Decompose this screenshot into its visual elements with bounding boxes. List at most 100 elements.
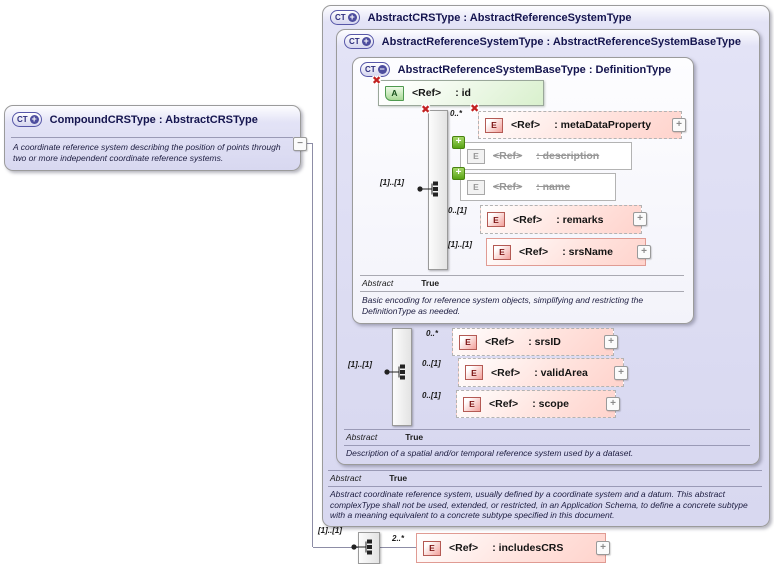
divider <box>360 275 684 276</box>
element-name: : scope <box>532 398 569 410</box>
abstract-value: True <box>389 473 408 483</box>
element-occurs-label: 2..* <box>392 534 405 543</box>
element-ref: <Ref> <box>513 213 543 226</box>
element-occurs-label: 0..[1] <box>422 391 441 400</box>
abstract-value: True <box>421 278 440 288</box>
connector <box>306 143 313 144</box>
outer-box-description: Abstract coordinate reference system, us… <box>330 489 748 520</box>
connector <box>378 547 416 548</box>
middle-box-title: AbstractReferenceSystemType : AbstractRe… <box>381 35 741 48</box>
element-ref: <Ref> <box>519 246 549 258</box>
added-icon: + <box>452 136 465 149</box>
element-ref: <Ref> <box>493 181 523 193</box>
prohibited-icon: ✖ <box>470 103 480 115</box>
complex-type-icon[interactable]: CT+ <box>344 34 374 49</box>
element-name-row[interactable]: E <Ref> : name <box>460 173 616 201</box>
abstract-value: True <box>405 432 424 442</box>
expand-handle[interactable]: + <box>614 366 628 380</box>
element-icon: E <box>493 244 511 260</box>
abstract-label: Abstract <box>330 473 362 483</box>
element-srsname[interactable]: E <Ref> : srsName <box>486 238 646 266</box>
element-name: : remarks <box>556 213 604 226</box>
expand-icon: + <box>29 114 39 124</box>
sequence-occurs-label: [1]..[1] <box>348 360 372 369</box>
element-icon: E <box>465 365 483 380</box>
element-name: : srsID <box>528 336 561 348</box>
divider <box>11 137 293 138</box>
divider <box>344 445 750 446</box>
outer-box-title: AbstractCRSType : AbstractReferenceSyste… <box>367 11 632 24</box>
element-icon: E <box>485 117 503 133</box>
divider <box>360 291 684 292</box>
element-name: : srsName <box>562 246 613 258</box>
collapse-icon: − <box>377 64 387 74</box>
element-icon: E <box>459 334 477 350</box>
complex-type-icon[interactable]: CT+ <box>12 112 42 127</box>
element-remarks[interactable]: E <Ref> : remarks <box>480 205 642 234</box>
compound-box-description: A coordinate reference system describing… <box>13 142 281 163</box>
middle-abstract-row: Abstract True <box>346 432 423 442</box>
expand-icon: + <box>361 36 371 46</box>
abstract-label: Abstract <box>346 432 378 442</box>
element-icon: E <box>463 396 481 412</box>
sequence-icon <box>417 181 438 197</box>
attribute-ref: <Ref> <box>412 87 442 99</box>
expand-handle[interactable]: + <box>633 212 647 226</box>
prohibited-icon: ✖ <box>421 104 431 116</box>
element-ref: <Ref> <box>489 398 519 410</box>
sequence-icon <box>384 364 405 380</box>
element-occurs-label: 0..[1] <box>448 206 467 215</box>
sequence-occurs-label: [1]..[1] <box>318 526 342 535</box>
element-description[interactable]: E <Ref> : description <box>460 142 632 170</box>
element-validarea[interactable]: E <Ref> : validArea <box>458 358 624 387</box>
expand-handle[interactable]: + <box>606 397 620 411</box>
attribute-icon: A <box>385 85 404 101</box>
element-includescrs[interactable]: E <Ref> : includesCRS <box>416 533 606 563</box>
divider <box>344 429 750 430</box>
collapse-handle[interactable]: − <box>293 137 307 151</box>
element-ref: <Ref> <box>511 119 541 131</box>
element-occurs-label: 0..* <box>450 109 463 118</box>
element-ref: <Ref> <box>485 336 515 348</box>
connector <box>312 143 313 547</box>
complex-type-icon[interactable]: CT− <box>360 62 390 77</box>
element-name: : name <box>536 181 571 193</box>
divider <box>328 486 762 487</box>
element-ref: <Ref> <box>493 150 523 162</box>
expand-handle[interactable]: + <box>637 245 651 259</box>
sequence-icon <box>351 539 372 555</box>
element-ref: <Ref> <box>491 366 521 379</box>
inner-box-description: Basic encoding for reference system obje… <box>362 295 644 316</box>
element-icon: E <box>467 148 485 164</box>
compound-box-title: CompoundCRSType : AbstractCRSType <box>49 113 258 126</box>
element-srsid[interactable]: E <Ref> : srsID <box>452 328 614 356</box>
inner-box-title: AbstractReferenceSystemBaseType : Defini… <box>397 63 672 76</box>
compound-crs-type-box: CT+ CompoundCRSType : AbstractCRSType A … <box>4 105 301 171</box>
element-occurs-label: 0..[1] <box>422 359 441 368</box>
element-metadataproperty[interactable]: E <Ref> : metaDataProperty <box>478 111 682 139</box>
element-name: : includesCRS <box>492 542 564 554</box>
added-icon: + <box>452 167 465 180</box>
attribute-name: : id <box>455 87 471 99</box>
sequence-occurs-label: [1]..[1] <box>380 178 404 187</box>
expand-handle[interactable]: + <box>596 541 610 555</box>
complex-type-icon[interactable]: CT+ <box>330 10 360 25</box>
element-occurs-label: [1]..[1] <box>448 240 472 249</box>
abstract-label: Abstract <box>362 278 394 288</box>
element-icon: E <box>487 212 505 227</box>
connector <box>313 547 358 548</box>
divider <box>328 470 762 471</box>
inner-abstract-row: Abstract True <box>362 278 439 288</box>
element-ref: <Ref> <box>449 542 479 554</box>
element-name: : description <box>536 150 600 162</box>
outer-abstract-row: Abstract True <box>330 473 407 483</box>
element-icon: E <box>423 540 441 556</box>
element-occurs-label: 0..* <box>426 329 439 338</box>
expand-handle[interactable]: + <box>604 335 618 349</box>
expand-handle[interactable]: + <box>672 118 686 132</box>
attribute-id[interactable]: A <Ref> : id <box>378 80 544 106</box>
element-icon: E <box>467 179 485 195</box>
middle-box-description: Description of a spatial and/or temporal… <box>346 448 634 458</box>
element-scope[interactable]: E <Ref> : scope <box>456 390 616 418</box>
